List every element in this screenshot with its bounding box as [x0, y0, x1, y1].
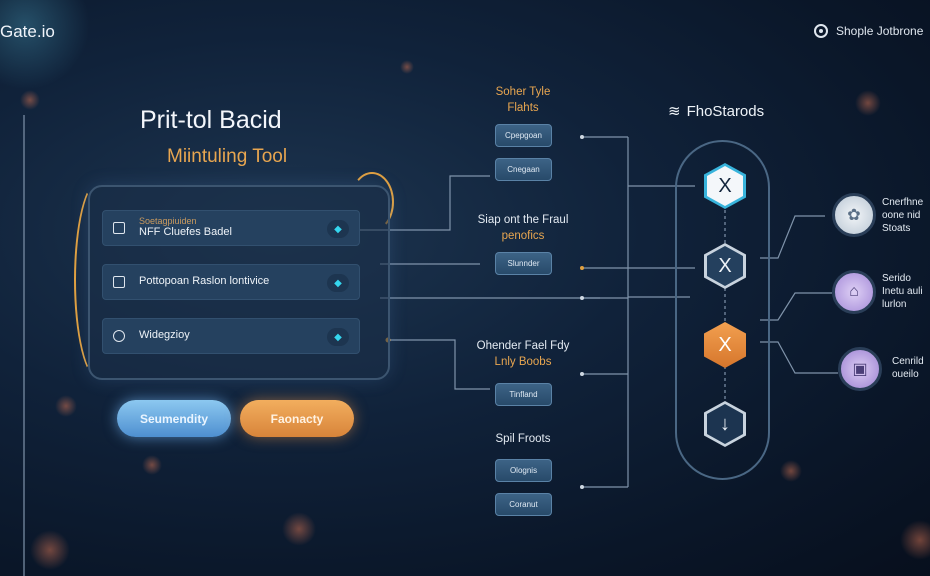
- group-heading: Spil Froots: [495, 433, 551, 445]
- node-track: [675, 140, 770, 480]
- image-icon: [113, 276, 125, 288]
- home-icon[interactable]: ⌂: [832, 270, 876, 314]
- group-button[interactable]: Slunnder: [495, 252, 552, 275]
- option-row-nft[interactable]: Soetagpiuiden NFF Cluefes Badel ◆: [102, 210, 360, 246]
- secondary-button[interactable]: Faonacty: [240, 400, 354, 437]
- arc-decoration: [350, 172, 394, 232]
- page-subtitle: Miintuling Tool: [167, 146, 288, 167]
- user-label: Shople Jotbrone: [836, 24, 924, 38]
- group-button[interactable]: Cpepgoan: [495, 124, 552, 147]
- node-hex-1[interactable]: X: [704, 163, 746, 209]
- gate-io-logo[interactable]: Gate.io: [0, 22, 55, 41]
- option-row-widegzioy[interactable]: Widegzioy ◆: [102, 318, 360, 354]
- section-heading: ≋ FhoStarods: [668, 102, 765, 121]
- group-button[interactable]: Coranut: [495, 493, 552, 516]
- arc-decoration: [74, 180, 124, 380]
- page-title: Prit-tol Bacid: [140, 106, 282, 134]
- diamond-icon[interactable]: ◆: [327, 328, 349, 346]
- app-icon[interactable]: ▣: [838, 347, 882, 391]
- option-row-raslon[interactable]: Pottopoan Raslon lontivice ◆: [102, 264, 360, 300]
- group-button[interactable]: Olognis: [495, 459, 552, 482]
- card-icon: [113, 222, 125, 234]
- node-hex-2[interactable]: X: [704, 243, 746, 289]
- primary-button[interactable]: Seumendity: [117, 400, 231, 437]
- diamond-icon[interactable]: ◆: [327, 220, 349, 238]
- stack-icon: ≋: [668, 103, 681, 120]
- diamond-icon[interactable]: ◆: [327, 274, 349, 292]
- user-circle-icon: [814, 24, 828, 38]
- row-label: Widegzioy: [139, 329, 190, 342]
- tree-icon[interactable]: ✿: [832, 193, 876, 237]
- group-button[interactable]: Tinfland: [495, 383, 552, 406]
- gear-icon: [113, 330, 125, 342]
- group-button[interactable]: Cnegaan: [495, 158, 552, 181]
- row-label: Pottopoan Raslon lontivice: [139, 275, 270, 288]
- row-label: NFF Cluefes Badel: [139, 226, 232, 239]
- row-caption: Soetagpiuiden: [139, 216, 197, 227]
- minting-panel: Soetagpiuiden NFF Cluefes Badel ◆ Pottop…: [88, 185, 390, 380]
- user-menu[interactable]: Shople Jotbrone: [814, 24, 923, 38]
